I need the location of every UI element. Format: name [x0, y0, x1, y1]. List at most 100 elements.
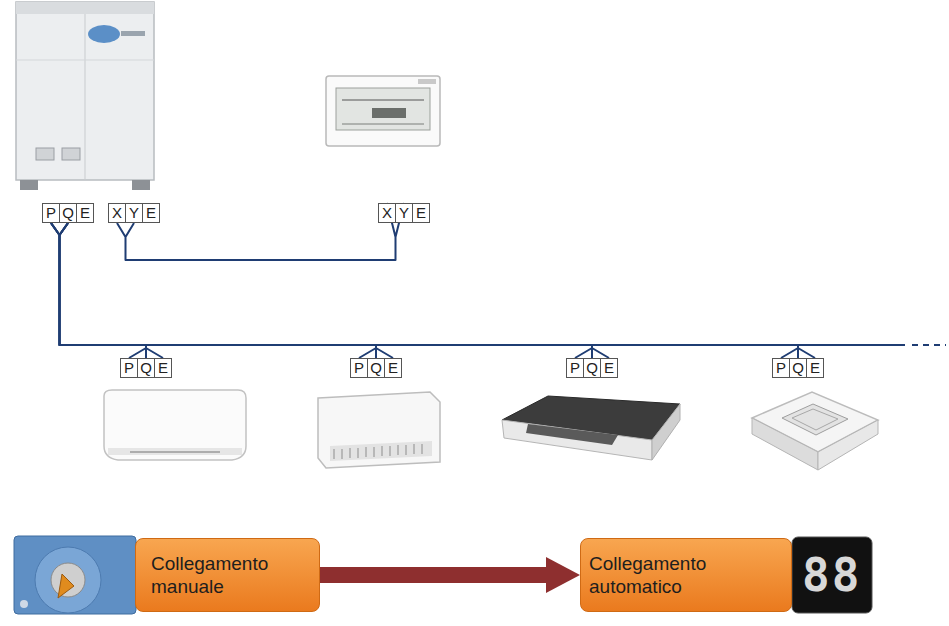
outdoor-unit-part — [62, 148, 80, 160]
four-way-cassette-unit-part — [782, 404, 848, 435]
outdoor-unit — [16, 2, 154, 190]
wall-split-unit-part — [130, 451, 220, 453]
outdoor-unit-part — [16, 2, 154, 14]
one-way-cassette-unit-part — [502, 420, 652, 460]
terminal-label: X — [108, 203, 126, 223]
terminal-label: E — [600, 358, 618, 378]
terminal-strip: PQE — [350, 358, 402, 378]
terminal-label: P — [566, 358, 584, 378]
floor-console-unit-part-part — [334, 449, 335, 459]
rotary-switch-part — [51, 563, 85, 597]
wall-split-unit-part — [108, 448, 242, 455]
mode-box: Collegamento manuale — [135, 538, 320, 612]
display-digits: 88 — [802, 550, 861, 600]
bus-continuation-part — [798, 344, 905, 346]
terminal-strip: PQE — [120, 358, 172, 378]
connector — [117, 203, 404, 260]
terminal-label: E — [806, 358, 824, 378]
bus-continuation-part — [912, 344, 946, 346]
wall-split-unit — [104, 390, 246, 460]
terminal-label: P — [42, 203, 60, 223]
floor-console-unit-part-part — [414, 444, 415, 454]
one-way-cassette-unit-part — [526, 424, 618, 445]
floor-console-unit-part-part — [390, 446, 391, 456]
wired-controller-part — [326, 76, 440, 146]
terminal-label: X — [378, 203, 396, 223]
wired-controller-part — [372, 108, 406, 118]
wire — [117, 203, 404, 260]
mode-label: Collegamento automatico — [589, 552, 739, 598]
outdoor-unit-part — [85, 14, 86, 180]
outdoor-unit-part — [36, 148, 54, 160]
bus-continuation — [798, 345, 946, 346]
terminal-label: Y — [395, 203, 413, 223]
outdoor-unit-part — [88, 25, 120, 43]
terminal-label: E — [76, 203, 94, 223]
wired-controller-part — [336, 88, 430, 130]
floor-console-unit-part-part — [374, 447, 375, 457]
outdoor-unit-part — [16, 2, 154, 180]
outdoor-unit-part — [132, 180, 150, 190]
terminal-label: E — [412, 203, 430, 223]
terminal-strip: PQE — [772, 358, 824, 378]
floor-console-unit-part-part — [398, 445, 399, 455]
connector — [51, 223, 609, 358]
wired-controller-part — [342, 100, 424, 101]
terminal-strip: XYE — [378, 203, 430, 223]
terminal-label: Q — [367, 358, 385, 378]
terminal-label: Q — [137, 358, 155, 378]
rotary-switch-part — [35, 547, 101, 613]
seven-segment-display — [792, 537, 872, 613]
four-way-cassette-unit — [752, 392, 878, 470]
terminal-label: Y — [125, 203, 143, 223]
connector — [320, 557, 580, 593]
mode-label: Collegamento manuale — [151, 552, 301, 598]
terminal-strip: PQE — [42, 203, 94, 223]
terminal-label: E — [142, 203, 160, 223]
one-way-cassette-unit-part — [652, 404, 680, 460]
floor-console-unit-part-part — [342, 449, 343, 459]
floor-console-unit-part — [334, 444, 422, 459]
terminal-strip: PQE — [566, 358, 618, 378]
mode-box: Collegamento automatico — [580, 538, 792, 612]
four-way-cassette-unit-part — [792, 409, 838, 430]
wire — [51, 223, 815, 358]
wired-controller-part — [342, 124, 424, 125]
floor-console-unit-part-part — [358, 448, 359, 458]
outdoor-unit-part — [16, 60, 154, 61]
terminal-label: P — [350, 358, 368, 378]
terminal-label: P — [120, 358, 138, 378]
connector — [51, 223, 393, 358]
floor-console-unit-part-part — [350, 448, 351, 458]
wire — [51, 223, 393, 358]
floor-console-unit — [318, 392, 440, 468]
arrow-head — [546, 557, 580, 593]
rotary-switch-part — [14, 536, 136, 614]
terminal-label: Q — [59, 203, 77, 223]
connector — [51, 223, 163, 358]
terminal-label: Q — [789, 358, 807, 378]
floor-console-unit-part-part — [406, 445, 407, 455]
wired-controller — [326, 76, 440, 146]
wire — [51, 223, 609, 358]
floor-console-unit-part-part — [382, 446, 383, 456]
outdoor-unit-part — [121, 31, 145, 36]
terminal-strip: XYE — [108, 203, 160, 223]
arrow-shaft — [320, 567, 546, 583]
terminal-label: P — [772, 358, 790, 378]
one-way-cassette-unit — [502, 396, 680, 460]
terminal-label: Q — [583, 358, 601, 378]
terminal-label: E — [154, 358, 172, 378]
terminal-label: E — [384, 358, 402, 378]
rotary-switch-part — [20, 600, 28, 608]
connector — [51, 223, 815, 358]
rotary-switch — [14, 536, 136, 614]
wire — [51, 223, 163, 358]
rotary-switch-part — [58, 574, 74, 598]
floor-console-unit-part-part — [366, 447, 367, 457]
seven-segment-display-part — [792, 537, 872, 613]
outdoor-unit-part — [20, 180, 38, 190]
floor-console-unit-part — [318, 392, 440, 468]
